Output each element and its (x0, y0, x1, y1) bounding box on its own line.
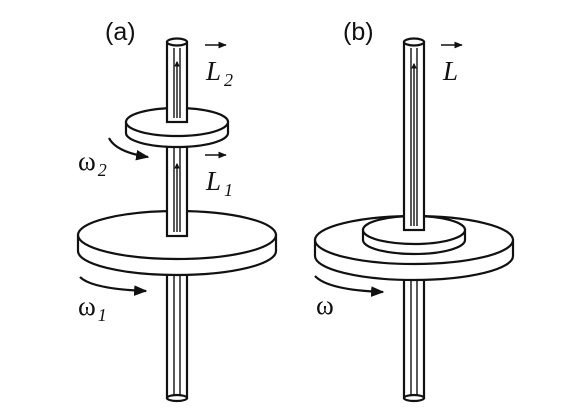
panel-b-lower-axle (402, 260, 426, 403)
panel-a-omega2-subscript: 2 (98, 160, 107, 180)
panel-b-l-symbol: L (442, 56, 458, 86)
panel-a-l1-subscript: 1 (224, 180, 233, 200)
panel-a-upper-axle (165, 37, 189, 124)
panel-b-upper-axle (402, 37, 426, 232)
panel-a-l2-subscript: 2 (224, 70, 233, 90)
panel-b-omega-symbol: ω (316, 290, 334, 320)
panel-a-omega2-rotation-arrow (108, 137, 150, 161)
panel-b-label: (b) (343, 18, 374, 46)
svg-text:ω: ω (316, 290, 334, 320)
panel-a-middle-axle (165, 138, 189, 238)
svg-text:ω1: ω1 (78, 291, 107, 325)
panel-a-omega1-symbol: ω (78, 291, 96, 321)
panel-b-l-label: L (441, 41, 463, 86)
svg-text:L2: L2 (205, 56, 233, 90)
panel-a-omega1-rotation-arrow (79, 276, 148, 296)
panel-b-omega-rotation-arrow (314, 275, 385, 297)
panel-a-label: (a) (105, 18, 136, 46)
panel-b: (b) L (313, 18, 515, 403)
svg-text:ω2: ω2 (78, 146, 107, 180)
svg-text:L: L (442, 56, 458, 86)
svg-text:L1: L1 (205, 166, 233, 200)
panel-a: (a) (76, 18, 278, 403)
panel-a-omega1-subscript: 1 (98, 305, 107, 325)
panel-a-lower-axle (165, 253, 189, 403)
panel-a-l2-symbol: L (205, 56, 221, 86)
panel-a-l1-symbol: L (205, 166, 221, 196)
panel-a-omega2-symbol: ω (78, 146, 96, 176)
